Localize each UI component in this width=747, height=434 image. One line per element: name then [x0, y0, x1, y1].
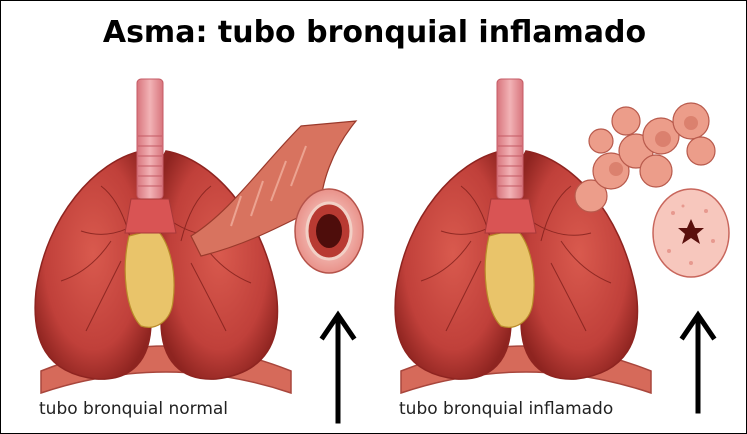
arrow-up-right-icon: [683, 315, 713, 411]
caption-normal: tubo bronquial normal: [39, 399, 228, 419]
caption-inflamed: tubo bronquial inflamado: [399, 399, 613, 419]
arrow-up-left-icon: [323, 315, 353, 421]
